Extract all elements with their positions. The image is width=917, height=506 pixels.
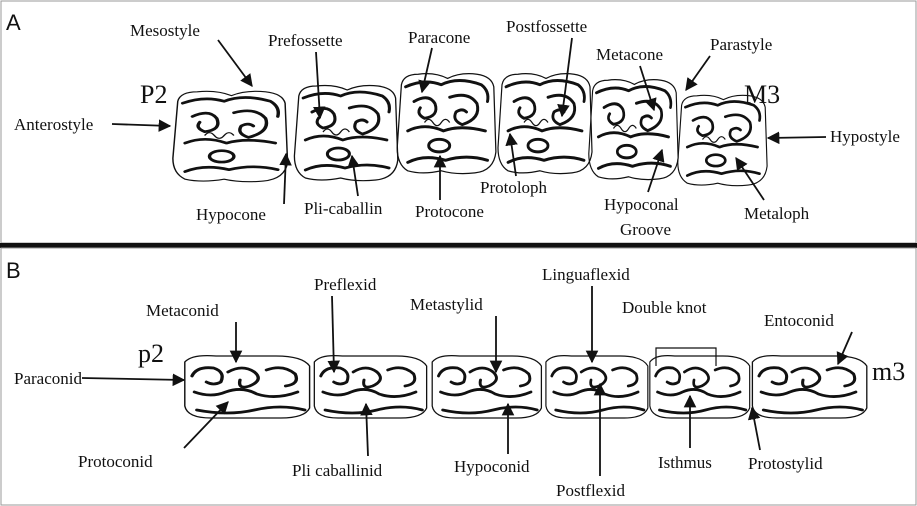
label-postflexid: Postflexid (556, 481, 625, 500)
upper-last-tooth-label: M3 (744, 80, 780, 109)
label-metacone: Metacone (596, 45, 663, 64)
label-mesostyle: Mesostyle (130, 21, 200, 40)
label-hypoconal-groove: Groove (620, 220, 671, 239)
panel-divider (0, 243, 917, 248)
label-metaloph: Metaloph (744, 204, 810, 223)
label-preflexid: Preflexid (314, 275, 377, 294)
label-anterostyle: Anterostyle (14, 115, 93, 134)
label-prefossette: Prefossette (268, 31, 343, 50)
label-protoloph: Protoloph (480, 178, 548, 197)
label-double-knot: Double knot (622, 298, 707, 317)
label-protoconid: Protoconid (78, 452, 153, 471)
upper-first-tooth-label: P2 (140, 80, 167, 109)
label-metastylid: Metastylid (410, 295, 483, 314)
label-hypocone: Hypocone (196, 205, 266, 224)
lower-last-tooth-label: m3 (872, 357, 905, 386)
label-metaconid: Metaconid (146, 301, 219, 320)
label-isthmus: Isthmus (658, 453, 712, 472)
label-entoconid: Entoconid (764, 311, 834, 330)
label-linguaflexid: Linguaflexid (542, 265, 630, 284)
label-hypoconid: Hypoconid (454, 457, 530, 476)
label-protostylid: Protostylid (748, 454, 823, 473)
label-protocone: Protocone (415, 202, 484, 221)
label-hypoconal: Hypoconal (604, 195, 679, 214)
label-pli-caballin: Pli-caballin (304, 199, 383, 218)
label-hypostyle: Hypostyle (830, 127, 900, 146)
panel-a-letter: A (6, 10, 21, 35)
panel-b-letter: B (6, 258, 21, 283)
label-paraconid: Paraconid (14, 369, 82, 388)
label-postfossette: Postfossette (506, 17, 587, 36)
lower-first-tooth-label: p2 (138, 339, 164, 368)
label-parastyle: Parastyle (710, 35, 772, 54)
label-paracone: Paracone (408, 28, 470, 47)
label-pli-caballinid: Pli caballinid (292, 461, 383, 480)
